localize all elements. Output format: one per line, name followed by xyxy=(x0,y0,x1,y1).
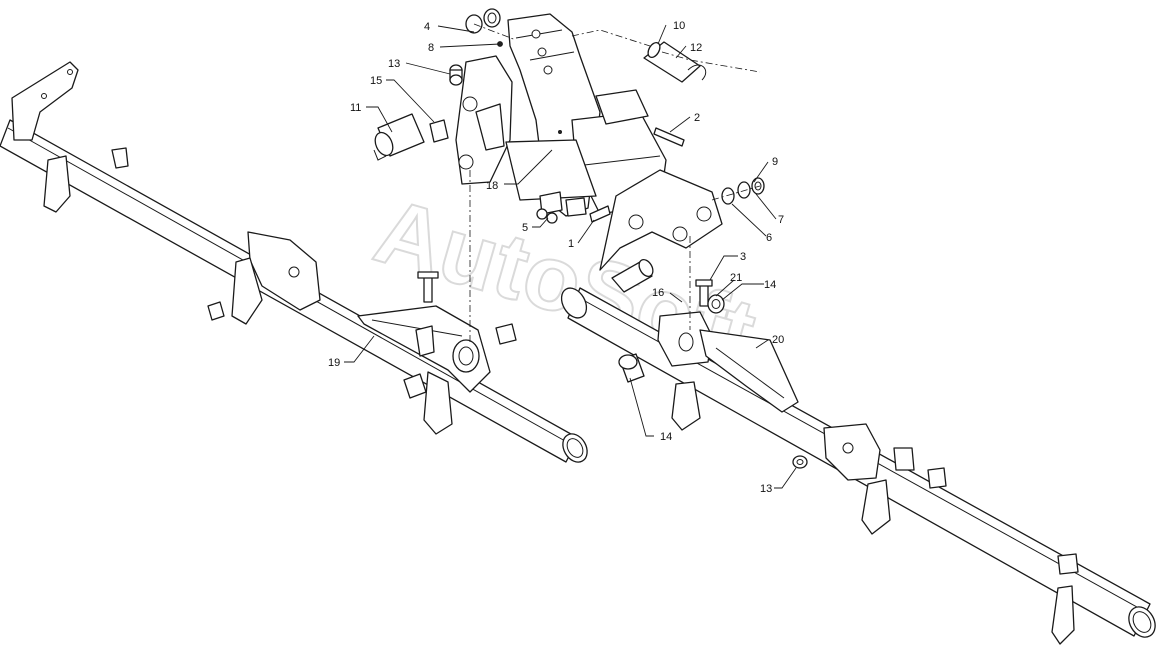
callout-13-lower: 13 xyxy=(760,483,772,495)
callout-2: 2 xyxy=(694,112,700,124)
callout-leaders xyxy=(344,24,797,489)
callout-12: 12 xyxy=(690,42,702,54)
callout-5: 5 xyxy=(522,222,528,234)
callout-8: 8 xyxy=(428,42,434,54)
hitch-frame-assembly xyxy=(373,8,765,314)
left-toolbar-beam xyxy=(0,61,588,463)
assembly-center-lines xyxy=(469,23,761,342)
callout-11: 11 xyxy=(350,102,361,114)
callout-6: 6 xyxy=(766,232,772,244)
callout-3: 3 xyxy=(740,251,746,263)
callout-15: 15 xyxy=(370,75,382,87)
right-toolbar-beam xyxy=(560,287,1156,645)
callout-4: 4 xyxy=(424,21,430,33)
callout-1: 1 xyxy=(568,238,574,250)
callout-7: 7 xyxy=(778,214,784,226)
callout-20: 20 xyxy=(772,334,784,346)
callout-10: 10 xyxy=(673,20,685,32)
callout-13-upper: 13 xyxy=(388,58,400,70)
callout-19: 19 xyxy=(328,357,340,369)
callout-14-lower: 14 xyxy=(660,431,672,443)
callout-21: 21 xyxy=(730,272,742,284)
callout-9: 9 xyxy=(772,156,778,168)
callout-18: 18 xyxy=(486,180,498,192)
callout-labels: 4 8 10 12 13 15 11 2 9 18 7 6 5 1 3 21 1… xyxy=(328,20,784,495)
callout-14-upper: 14 xyxy=(764,279,776,291)
callout-16: 16 xyxy=(652,287,664,299)
